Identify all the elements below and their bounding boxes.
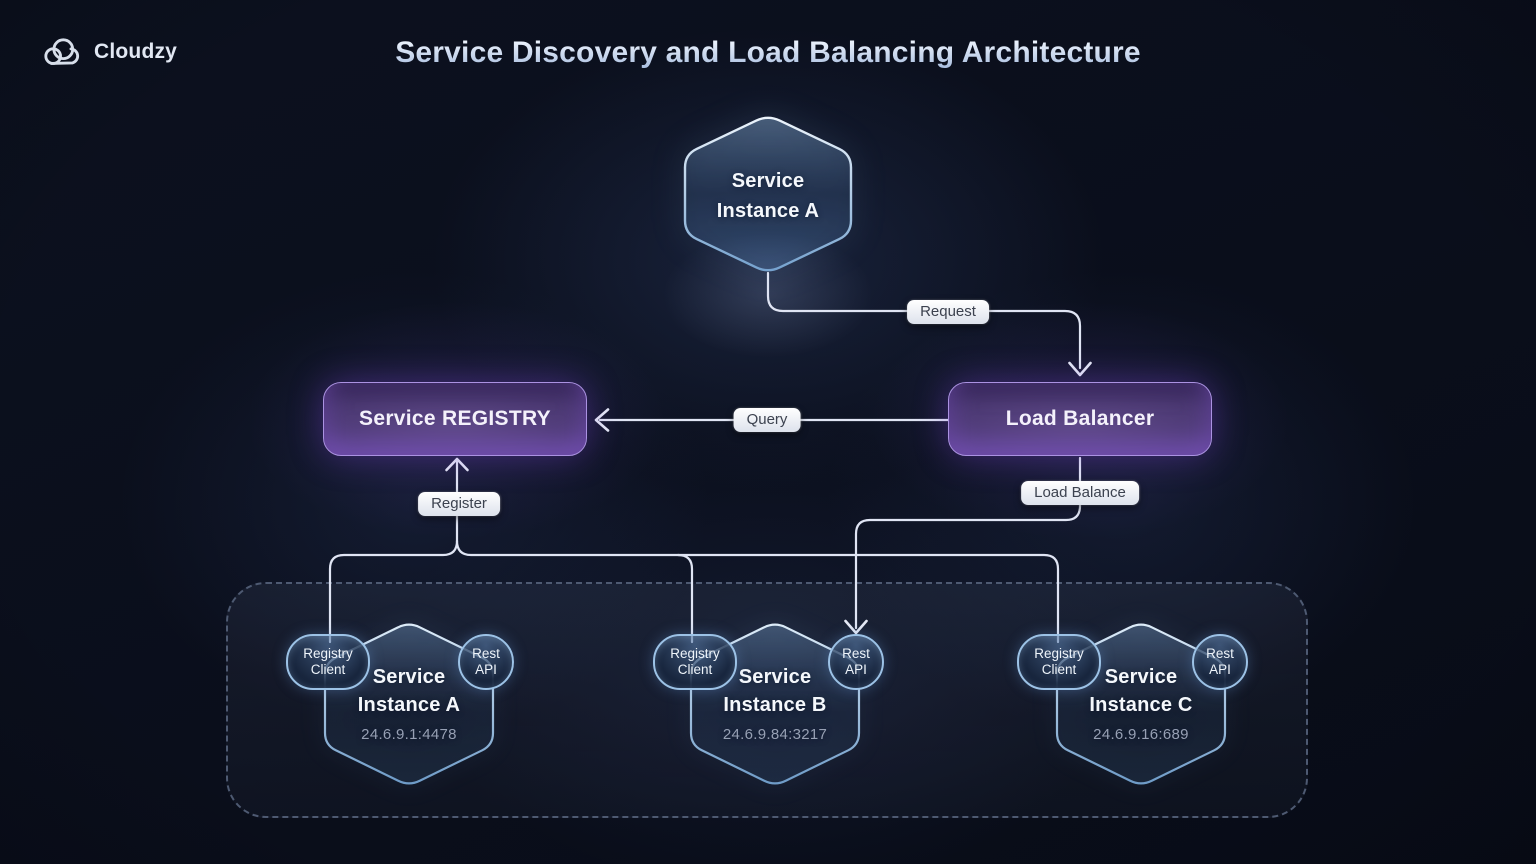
instance-a-registry-client-badge: Registry Client xyxy=(286,634,370,690)
register-arrowhead-icon xyxy=(445,457,469,472)
instance-b-label: Service Instance B 24.6.9.84:3217 xyxy=(723,663,827,749)
instance-b-rest-api-badge: Rest API xyxy=(828,634,884,690)
brand-name: Cloudzy xyxy=(94,40,177,64)
instance-c-registry-client-badge: Registry Client xyxy=(1017,634,1101,690)
instance-c-label: Service Instance C 24.6.9.16:689 xyxy=(1089,663,1192,749)
instance-b-address: 24.6.9.84:3217 xyxy=(722,726,828,743)
request-edge-label: Request xyxy=(907,300,989,324)
instance-b-registry-client-badge: Registry Client xyxy=(653,634,737,690)
service-registry-node: Service REGISTRY xyxy=(323,382,587,456)
cloud-logo-icon xyxy=(44,38,80,65)
client-hexagon xyxy=(683,116,853,272)
brand-logo: Cloudzy xyxy=(38,36,177,68)
request-arrowhead-icon xyxy=(1068,361,1092,377)
instance-c-address: 24.6.9.16:689 xyxy=(1093,726,1189,743)
instance-a-address: 24.6.9.1:4478 xyxy=(361,726,457,743)
register-bus-right xyxy=(455,539,1060,644)
register-bus-drop-b xyxy=(676,553,694,644)
query-edge-label: Query xyxy=(733,408,801,432)
query-arrowhead-icon xyxy=(594,408,610,432)
instance-c-rest-api-badge: Rest API xyxy=(1192,634,1248,690)
load-balance-connector xyxy=(854,456,1082,630)
page-title: Service Discovery and Load Balancing Arc… xyxy=(0,36,1536,70)
load-balance-arrowhead-icon xyxy=(844,619,868,635)
client-node-label: Service Instance A xyxy=(716,170,820,222)
instance-a-label: Service Instance A 24.6.9.1:4478 xyxy=(358,663,460,749)
load-balance-edge-label: Load Balance xyxy=(1021,481,1139,505)
instance-a-rest-api-badge: Rest API xyxy=(458,634,514,690)
load-balancer-node: Load Balancer xyxy=(948,382,1212,456)
register-edge-label: Register xyxy=(418,492,500,516)
register-bus-left xyxy=(328,539,459,644)
